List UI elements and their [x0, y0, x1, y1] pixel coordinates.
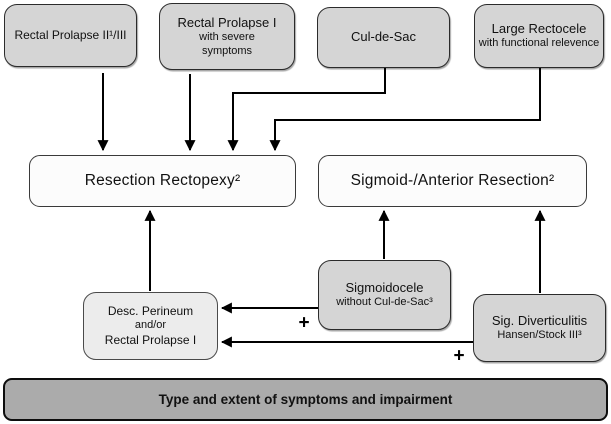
arrow-culdesac-to-rectopexy: [227, 68, 386, 152]
box-desc-perineum: Desc. Perineum and/or Rectal Prolapse I: [83, 292, 218, 360]
box-sigmoidocele: Sigmoidocele without Cul-de-Sac³: [318, 260, 451, 330]
plus-sign-sigmoidocele: +: [298, 312, 310, 334]
box-resection-rectopexy: Resection Rectopexy²: [29, 155, 296, 207]
box-title: Rectal Prolapse II¹/III: [14, 28, 127, 42]
box-subtitle: with severe: [199, 30, 255, 43]
plus-sign-diverticulitis: +: [453, 345, 465, 367]
footer-title: Type and extent of symptoms and impairme…: [158, 392, 453, 407]
box-line: Rectal Prolapse I: [104, 332, 197, 347]
footer-bar: Type and extent of symptoms and impairme…: [3, 378, 608, 421]
box-sigmoid-anterior-resection: Sigmoid-/Anterior Resection²: [318, 155, 587, 207]
box-line: and/or: [134, 319, 167, 332]
box-subtitle: with functional relevence: [478, 37, 600, 50]
box-title: Resection Rectopexy²: [84, 172, 241, 190]
box-title: Large Rectocele: [491, 21, 587, 36]
box-subtitle: Hansen/Stock III³: [497, 329, 582, 342]
box-subtitle: symptoms: [201, 44, 253, 57]
box-sig-diverticulitis: Sig. Diverticulitis Hansen/Stock III³: [473, 294, 606, 362]
box-subtitle: without Cul-de-Sac³: [336, 296, 433, 309]
box-rectal-prolapse-i-severe: Rectal Prolapse I with severe symptoms: [159, 3, 295, 70]
box-title: Sigmoid-/Anterior Resection²: [350, 172, 555, 190]
arrow-rectocele-to-rectopexy: [269, 68, 541, 152]
box-line: Desc. Perineum: [107, 304, 194, 319]
box-large-rectocele: Large Rectocele with functional relevenc…: [474, 4, 604, 68]
box-title: Rectal Prolapse I: [177, 14, 277, 30]
box-title: Sig. Diverticulitis: [491, 313, 588, 328]
box-rectal-prolapse-ii-iii: Rectal Prolapse II¹/III: [4, 4, 137, 67]
box-title: Sigmoidocele: [345, 280, 424, 295]
box-cul-de-sac: Cul-de-Sac: [317, 7, 450, 68]
box-title: Cul-de-Sac: [350, 29, 417, 45]
